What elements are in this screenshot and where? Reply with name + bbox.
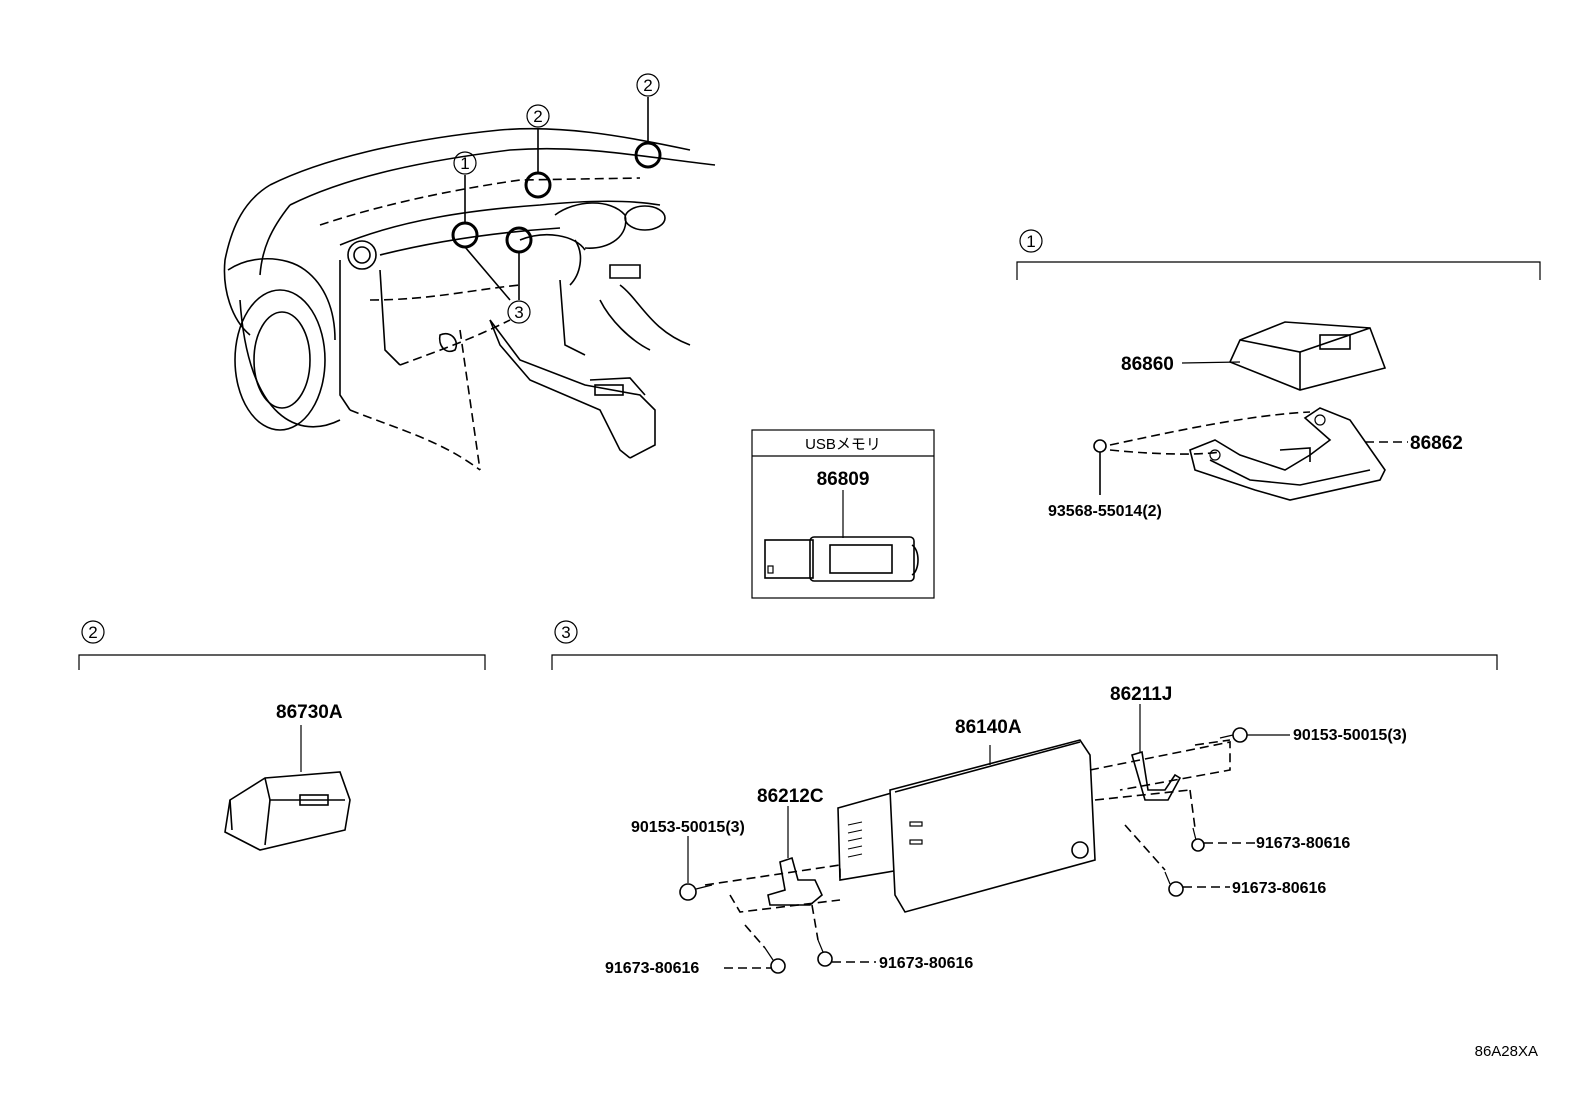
part-91673-80616-b1: 91673-80616 xyxy=(605,960,699,977)
bolt-91673-b2 xyxy=(811,904,876,967)
part-86809: 86809 xyxy=(817,469,870,490)
bracket-86862 xyxy=(1109,407,1408,501)
vehicle-interior-illustration xyxy=(223,127,716,471)
section-2-label: 2 xyxy=(88,623,97,642)
part-91673-80616-r2: 91673-80616 xyxy=(1232,880,1326,897)
bolt-93568 xyxy=(1093,439,1107,495)
location-marker-1 xyxy=(451,221,479,249)
bracket-86211J xyxy=(1089,704,1231,801)
bolt-91673-r1 xyxy=(1189,789,1255,852)
bolt-91673-b1 xyxy=(724,924,786,974)
part-90153-50015-right: 90153-50015(3) xyxy=(1293,727,1407,744)
section-2-bracket xyxy=(78,620,486,670)
display-unit-86140A xyxy=(837,739,1096,913)
screw-90153-right xyxy=(1219,727,1290,743)
section-1-label: 1 xyxy=(1026,232,1035,251)
location-marker-2a xyxy=(524,171,552,199)
usb-box-title: USBメモリ xyxy=(805,436,881,453)
usb-memory-box xyxy=(751,429,935,599)
callout-2a-car: 2 xyxy=(533,107,542,126)
part-86862: 86862 xyxy=(1410,433,1463,454)
part-91673-80616-b2: 91673-80616 xyxy=(879,955,973,972)
part-90153-50015-left: 90153-50015(3) xyxy=(631,819,745,836)
part-86212C: 86212C xyxy=(757,786,824,807)
part-93568-55014: 93568-55014(2) xyxy=(1048,503,1162,520)
part-86211J: 86211J xyxy=(1110,684,1172,705)
section-3-bracket xyxy=(551,620,1498,670)
callout-2b-car: 2 xyxy=(643,76,652,95)
diagram-reference-code: 86A28XA xyxy=(1475,1043,1538,1060)
part-91673-80616-r1: 91673-80616 xyxy=(1256,835,1350,852)
callout-3-car: 3 xyxy=(514,303,523,322)
part-86140A: 86140A xyxy=(955,717,1022,738)
section-1-bracket xyxy=(1016,229,1541,280)
section-3-label: 3 xyxy=(561,623,570,642)
module-86730A xyxy=(224,725,351,851)
screw-90153-left xyxy=(679,836,713,901)
part-86860: 86860 xyxy=(1121,354,1174,375)
bolt-91673-r2 xyxy=(1124,824,1230,897)
bracket-86212C xyxy=(704,806,841,913)
airbag-sensor-86860 xyxy=(1181,321,1387,391)
location-markers xyxy=(451,73,662,324)
callout-1-car: 1 xyxy=(460,154,469,173)
part-86730A: 86730A xyxy=(276,702,343,723)
